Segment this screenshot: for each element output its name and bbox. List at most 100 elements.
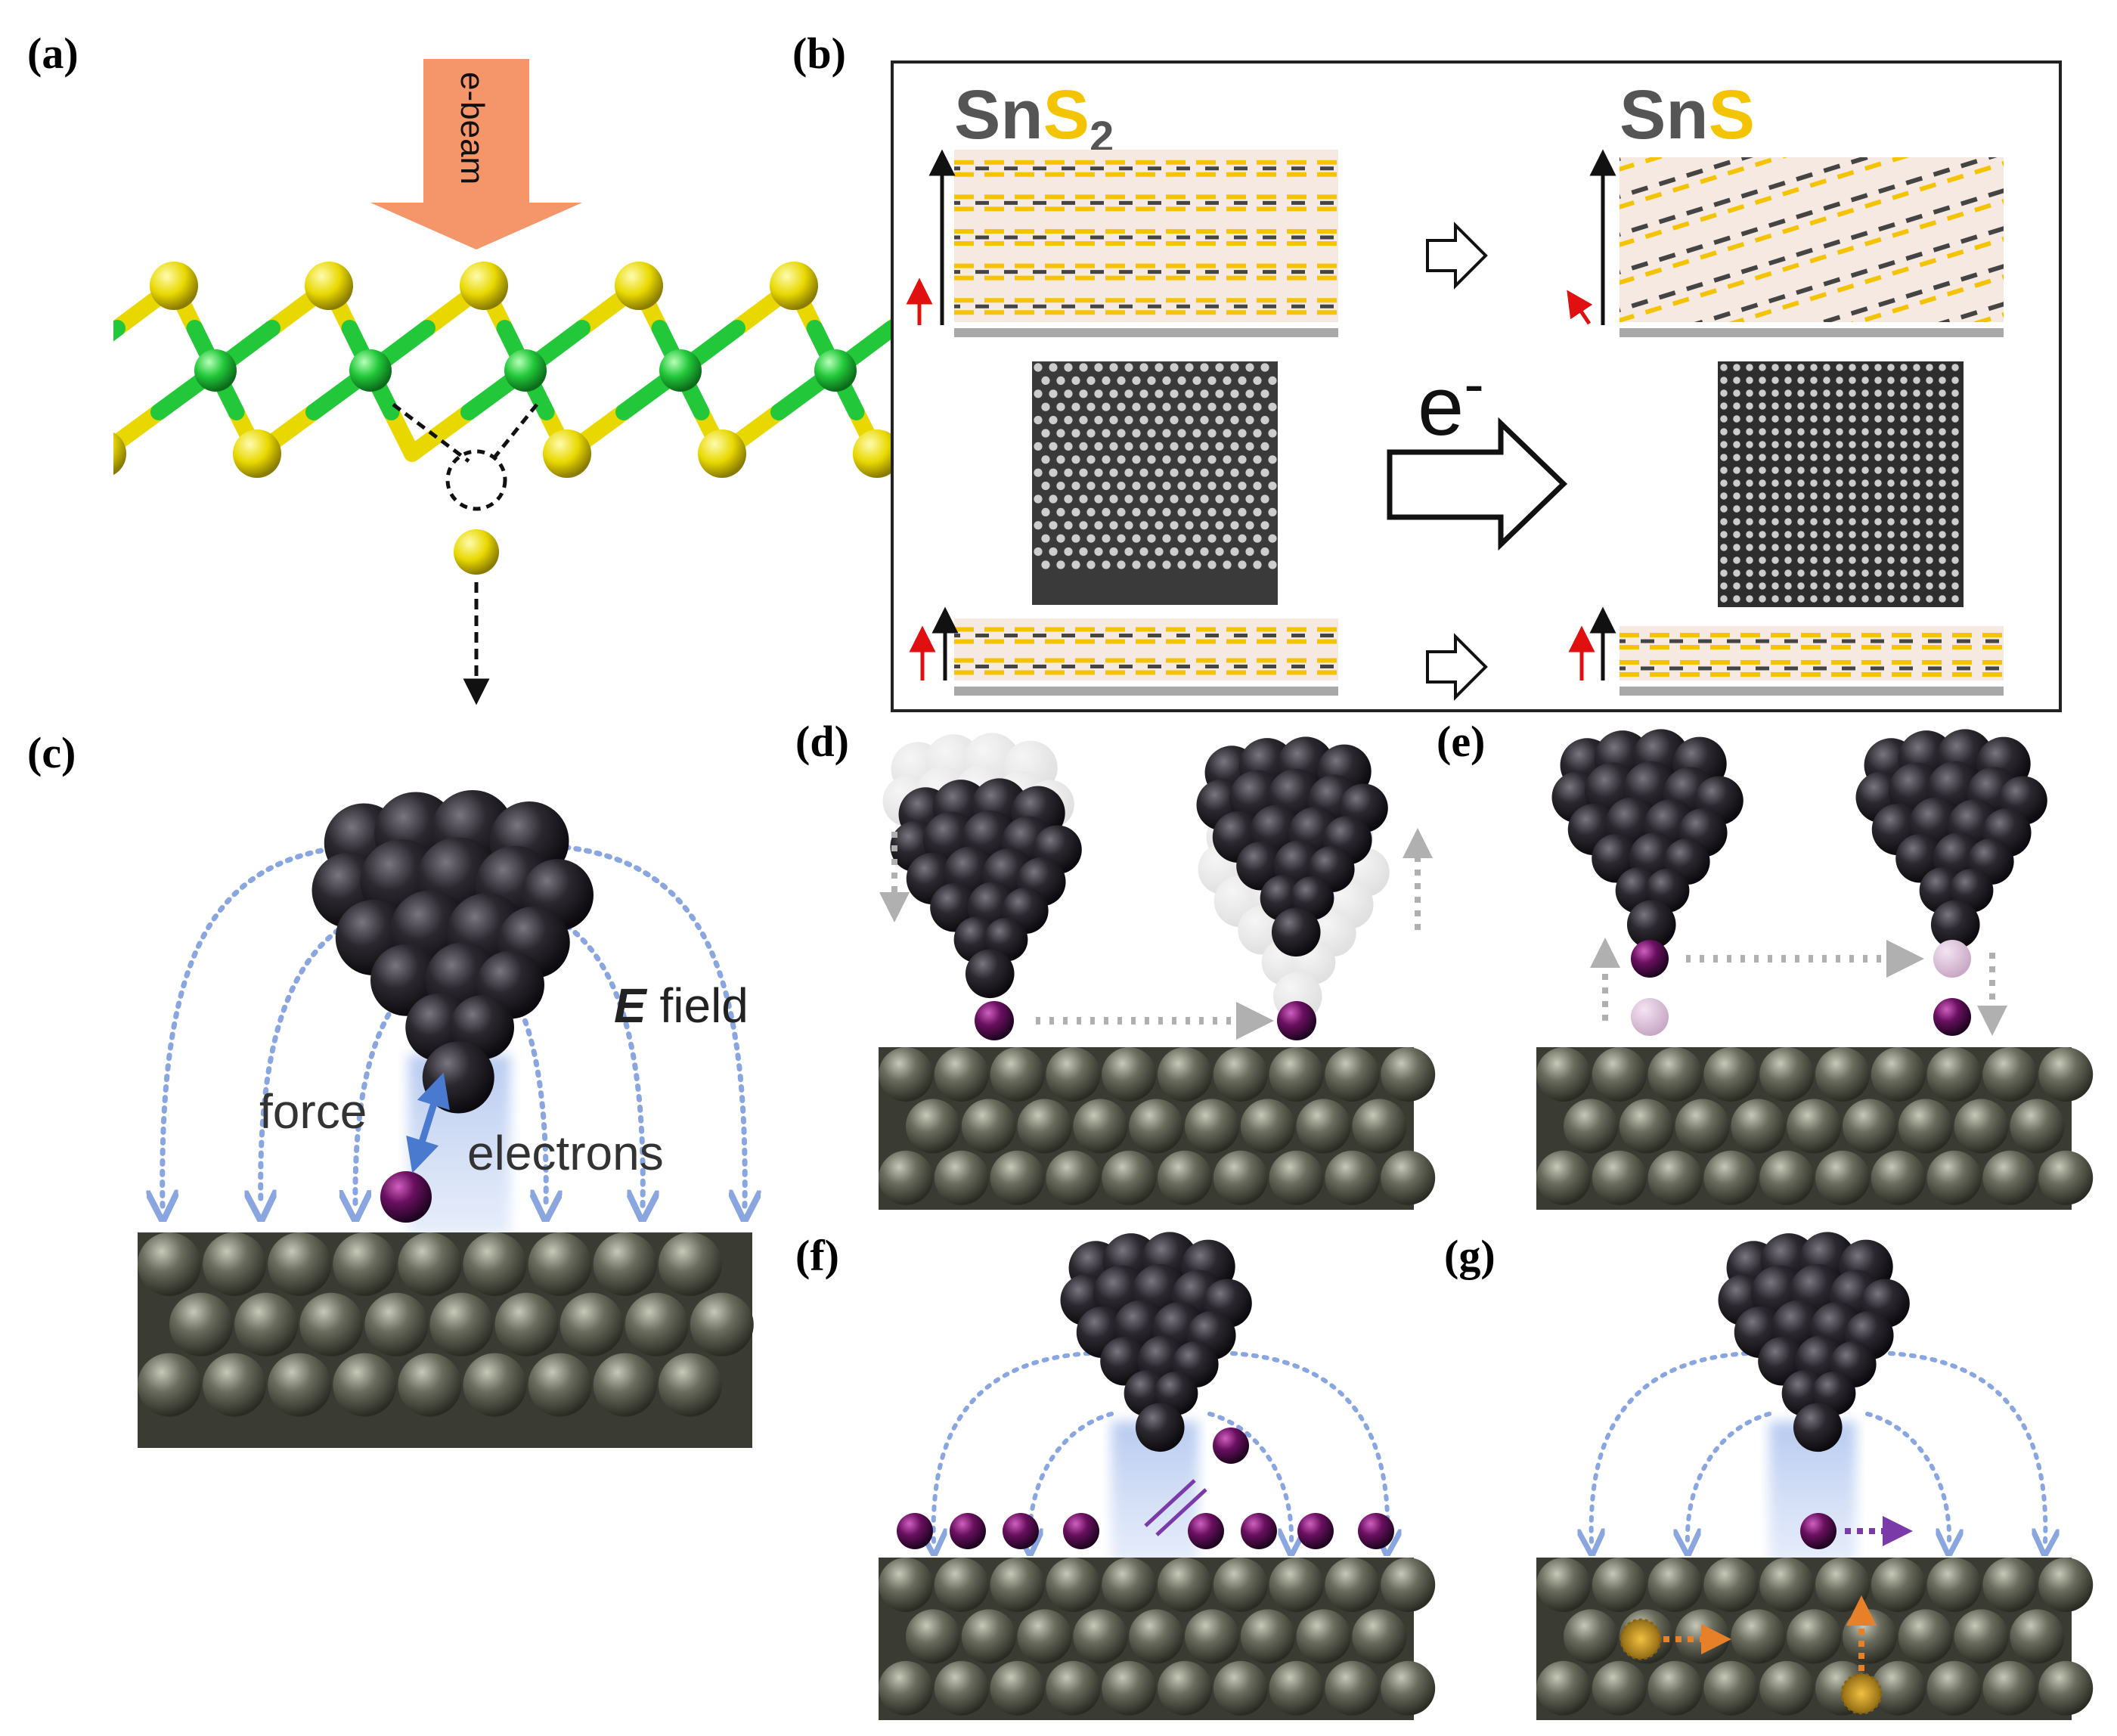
tem-spot (1041, 376, 1050, 385)
tem-spot (1177, 560, 1186, 569)
adatom-e-ghost-lifted (1933, 940, 1971, 978)
tem-spot (1823, 364, 1830, 371)
tem-spot (1771, 492, 1779, 500)
substrate-atom (990, 1660, 1045, 1716)
substrate-bar (1620, 687, 2004, 696)
tem-spot (1223, 560, 1232, 569)
tem-spot (1215, 547, 1224, 556)
tem-spot (1874, 454, 1882, 461)
sulfur-layer (1850, 274, 2004, 322)
tip-atom (1135, 1403, 1185, 1452)
tem-spot (1124, 468, 1133, 477)
tem-spot (1759, 364, 1766, 371)
tem-spot (1759, 377, 1766, 384)
tem-spot (1139, 416, 1148, 425)
tem-spot (1238, 429, 1247, 438)
tem-spot (1810, 467, 1818, 474)
tem-pattern-sns2 (1034, 363, 1277, 569)
tem-spot (1784, 595, 1792, 603)
tem-spot (1268, 455, 1277, 464)
substrate-atom (1926, 1660, 1982, 1716)
tem-spot (1926, 569, 1933, 577)
tem-spot (1733, 402, 1740, 410)
substrate-atom (1898, 1099, 1953, 1154)
tem-spot (1260, 468, 1269, 477)
tem-spot (1887, 441, 1895, 448)
tem-spot (1771, 505, 1779, 513)
tem-spot (1849, 582, 1856, 590)
tem-spot (1874, 556, 1882, 564)
tem-spot (1177, 402, 1186, 411)
substrate-atom (2010, 1099, 2065, 1154)
substrate-atom (990, 1558, 1045, 1612)
tem-spot (1771, 428, 1779, 436)
tem-spot (1771, 441, 1779, 448)
tem-spot (1223, 482, 1232, 491)
tem-spot (1861, 544, 1869, 551)
tem-spot (1759, 531, 1766, 538)
tem-spot (1185, 494, 1194, 504)
substrate-atom (990, 1150, 1045, 1205)
tem-spot (1759, 454, 1766, 461)
tem-spot (1102, 455, 1111, 464)
substrate-atom (1102, 1047, 1157, 1102)
adatom-e-lifted (1631, 940, 1669, 978)
tem-spot (1823, 454, 1830, 461)
tem-spot (1720, 531, 1728, 538)
tem-spot (1185, 521, 1194, 530)
tem-spot (1939, 415, 1946, 423)
tem-spot (1939, 467, 1946, 474)
tem-spot (1836, 531, 1843, 538)
tem-spot (1759, 389, 1766, 397)
tem-spot (1926, 479, 1933, 487)
tem-spot (1810, 364, 1818, 371)
tem-spot (1200, 389, 1209, 398)
tem-spot (1951, 479, 1959, 487)
tem-spot (1900, 364, 1908, 371)
tem-spot (1215, 363, 1224, 372)
tem-spot (1784, 505, 1792, 513)
tem-spot (1926, 441, 1933, 448)
panel-label-c: (c) (27, 728, 76, 777)
tem-spot (1823, 518, 1830, 525)
substrate-atom (1703, 1660, 1759, 1716)
substrate-atom (268, 1353, 332, 1417)
substrate-atom (879, 1660, 933, 1716)
tem-spot (1720, 402, 1728, 410)
tem-spot (1079, 494, 1088, 504)
tem-spot (1117, 429, 1126, 438)
strain-arrow-right-top (1567, 290, 1593, 325)
tem-spot (1759, 582, 1766, 590)
substrate-atom (1269, 1047, 1324, 1102)
adatom-c (380, 1171, 432, 1223)
tem-spot (1041, 429, 1050, 438)
tem-spot (1192, 402, 1201, 411)
substrate-atom (2038, 1660, 2094, 1716)
tem-spot (1185, 547, 1194, 556)
tem-spot (1192, 376, 1201, 385)
substrate-atom (1703, 1047, 1759, 1102)
tem-spot (1861, 582, 1869, 590)
substrate-atom (2038, 1558, 2094, 1612)
tem-spot (1079, 389, 1088, 398)
stm-tip-g (1718, 1232, 1910, 1452)
panel-label-g: (g) (1444, 1231, 1496, 1280)
tem-spot (1784, 479, 1792, 487)
tem-spot (1733, 389, 1740, 397)
tem-spot (1155, 494, 1164, 504)
tem-spot (1823, 569, 1830, 577)
tem-spot (1124, 363, 1133, 372)
substrate-atom (934, 1558, 989, 1612)
tem-spot (1223, 376, 1232, 385)
tem-spot (1913, 505, 1920, 513)
substrate-atom (1759, 1558, 1815, 1612)
tem-spot (1094, 416, 1103, 425)
tem-spot (1124, 416, 1133, 425)
tem-spot (1034, 363, 1043, 372)
tem-spot (1177, 507, 1186, 517)
tem-spot (1900, 531, 1908, 538)
tem-spot (1139, 521, 1148, 530)
tem-spot (1170, 494, 1179, 504)
tem-spot (1861, 518, 1869, 525)
adatom-d-start (975, 1001, 1014, 1040)
